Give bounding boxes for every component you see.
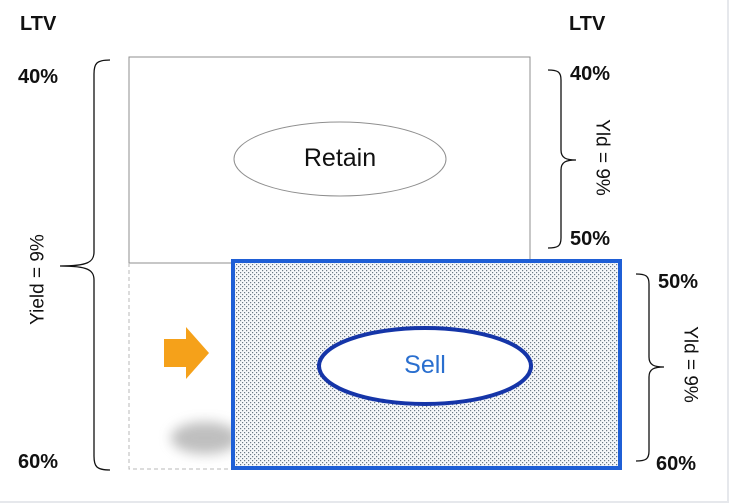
sell-ellipse	[317, 326, 533, 406]
right-lower-60-label: 60%	[656, 453, 697, 475]
sell-shadow	[171, 422, 239, 454]
left-60-label: 60%	[18, 451, 59, 473]
right-upper-brace	[547, 69, 577, 249]
left-yield-label: Yield = 9%	[27, 234, 49, 325]
ltv-left-header: LTV	[20, 13, 57, 35]
right-lower-yield-label: Yld = 9%	[679, 326, 701, 403]
right-upper-50-label: 50%	[570, 228, 611, 250]
right-lower-brace	[635, 273, 665, 462]
ltv-right-header: LTV	[569, 13, 606, 35]
retain-ellipse	[233, 121, 447, 197]
sell-label: Sell	[404, 351, 446, 379]
dashed-outline	[128, 263, 234, 470]
right-upper-40-label: 40%	[570, 63, 611, 85]
left-brace	[59, 59, 111, 471]
left-40-label: 40%	[18, 66, 59, 88]
right-lower-50-label: 50%	[658, 271, 699, 293]
right-arrow-icon	[164, 327, 209, 379]
right-upper-yield-label: Yld = 9%	[591, 119, 613, 196]
retain-label: Retain	[303, 144, 377, 172]
